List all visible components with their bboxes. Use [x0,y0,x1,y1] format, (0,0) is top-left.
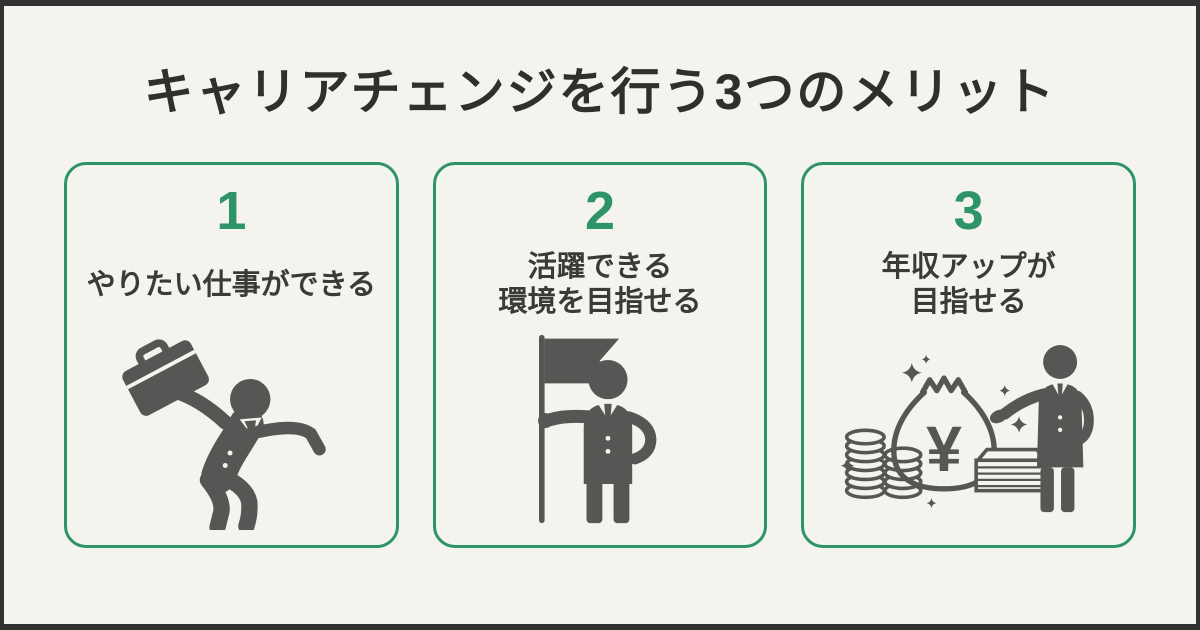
yen-symbol: ¥ [926,413,962,485]
merit-label-line: やりたい仕事ができる [86,268,377,301]
merit-label-line: 目指せる [910,286,1027,319]
money-bag-icon: ¥ [890,375,997,492]
jumping-businessman-briefcase-icon [106,321,356,544]
merit-label-3: 年収アップが 目指せる [882,249,1056,321]
merit-label-line: 活躍できる [527,251,673,284]
businessman-presenting-icon [989,344,1094,512]
bill-stack-icon [974,447,1048,493]
merit-number-3: 3 [953,180,984,241]
merit-number-1: 1 [216,180,247,241]
merit-label-2: 活躍できる 環境を目指せる [499,249,702,321]
merit-card-3: 3 年収アップが 目指せる [801,161,1137,548]
sparkle-icon [840,354,1028,508]
merit-label-line: 環境を目指せる [498,286,702,319]
merit-number-2: 2 [584,180,616,241]
merit-label-1: やりたい仕事ができる [87,249,376,321]
merit-card-2: 2 活躍できる 環境を目指せる [432,161,768,548]
merit-card-1: 1 やりたい仕事ができる [64,161,399,548]
businessman-holding-flag-icon [498,321,703,544]
merit-label-line: 年収アップが [881,251,1056,284]
coin-stack-icon [844,428,886,499]
money-bag-coins-bills-businessman-icon: ¥ [835,321,1103,544]
page-title: キャリアチェンジを行う3つのメリット [143,64,1057,120]
merit-cards: 1 やりたい仕事ができる [4,161,1196,548]
coin-stack-icon [882,446,923,499]
